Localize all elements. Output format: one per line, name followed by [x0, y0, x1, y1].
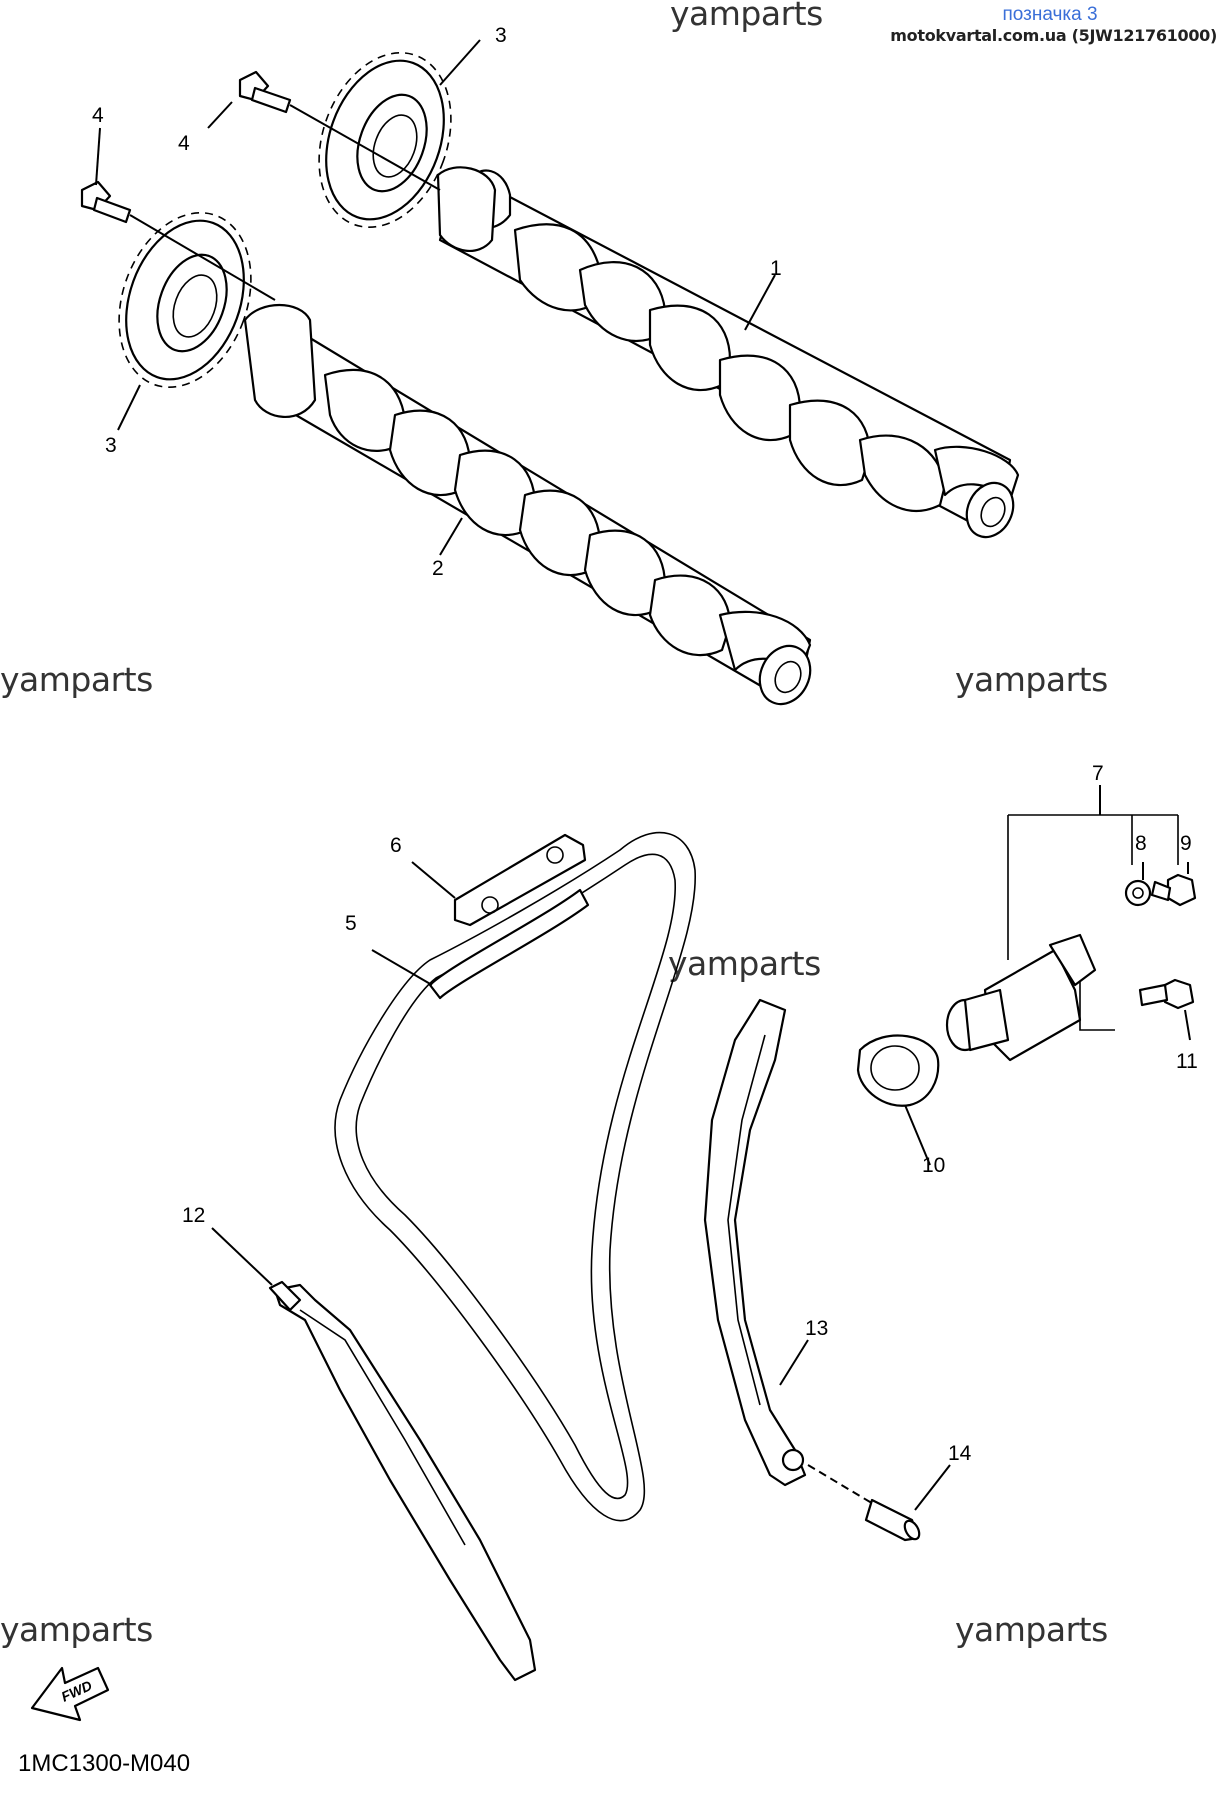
watermark: yamparts: [955, 660, 1108, 699]
callout-3-upper: 3: [495, 24, 507, 47]
callout-10: 10: [922, 1154, 945, 1177]
callout-9: 9: [1180, 832, 1192, 855]
tensioner-assembly: [856, 814, 1197, 1107]
sprocket-upper: [318, 52, 452, 228]
fwd-arrow: FWD: [30, 1666, 110, 1722]
chain-guide-12: [268, 1280, 537, 1682]
bolt-upper: [238, 70, 441, 191]
watermark: yamparts: [670, 0, 823, 33]
callout-6: 6: [390, 834, 402, 857]
callout-2: 2: [432, 557, 444, 580]
callout-1: 1: [770, 257, 782, 280]
callout-14: 14: [948, 1442, 972, 1465]
reference-label: позначка 3: [1002, 4, 1098, 25]
callout-5: 5: [345, 912, 357, 935]
watermark: yamparts: [668, 944, 821, 983]
callout-8: 8: [1135, 832, 1147, 855]
diagram-code: 1MC1300-M040: [18, 1750, 191, 1777]
callout-3-lower: 3: [105, 434, 117, 457]
callout-4-lower: 4: [92, 104, 104, 127]
site-text: motokvartal.com.ua (5JW121761000): [890, 26, 1217, 45]
camshaft-1: [436, 166, 1020, 539]
watermark: yamparts: [0, 1610, 153, 1649]
chain-guide-6: [453, 833, 587, 927]
watermark: yamparts: [955, 1610, 1108, 1649]
sprocket-lower: [118, 212, 252, 388]
pin-14: [807, 1464, 921, 1542]
callout-7: 7: [1092, 762, 1104, 785]
camshaft-2: [243, 303, 812, 706]
chain-guide-13: [703, 998, 807, 1487]
callout-4-upper: 4: [178, 132, 190, 155]
callout-13: 13: [805, 1317, 828, 1340]
callout-12: 12: [182, 1204, 205, 1227]
watermark: yamparts: [0, 660, 153, 699]
callout-11: 11: [1176, 1050, 1198, 1073]
timing-chain: [334, 831, 696, 1522]
